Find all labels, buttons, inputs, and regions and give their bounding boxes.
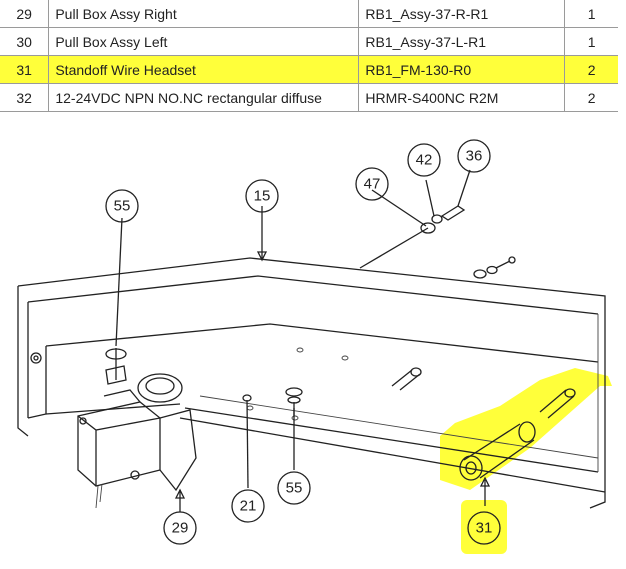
parts-table: 29 Pull Box Assy Right RB1_Assy-37-R-R1 … bbox=[0, 0, 618, 112]
part-31-highlight bbox=[440, 368, 612, 490]
row-description: 12-24VDC NPN NO.NC rectangular diffuse bbox=[48, 83, 359, 112]
row-description: Pull Box Assy Left bbox=[48, 27, 359, 56]
channel-body bbox=[17, 257, 606, 509]
svg-text:36: 36 bbox=[466, 148, 483, 165]
exploded-assembly-drawing: 15 55 47 42 36 21 55 29 31 bbox=[17, 139, 612, 554]
callout-31-highlight bbox=[461, 500, 507, 554]
svg-text:29: 29 bbox=[172, 520, 189, 537]
row-part-number: RB1_Assy-37-R-R1 bbox=[358, 0, 565, 28]
table-row: 32 12-24VDC NPN NO.NC rectangular diffus… bbox=[0, 83, 618, 112]
callout-47: 47 bbox=[355, 167, 389, 201]
svg-text:55: 55 bbox=[114, 198, 131, 215]
standoff-wire-headset bbox=[459, 421, 536, 481]
row-part-number: HRMR-S400NC R2M bbox=[358, 83, 565, 112]
callout-36: 36 bbox=[457, 139, 491, 173]
svg-text:31: 31 bbox=[476, 520, 493, 537]
row-qty: 1 bbox=[564, 27, 618, 56]
screw-washer-stack bbox=[420, 205, 516, 279]
standoff-pins bbox=[391, 367, 576, 419]
row-index: 32 bbox=[0, 83, 49, 112]
row-index: 30 bbox=[0, 27, 49, 56]
callout-29: 29 bbox=[163, 511, 197, 545]
callout-55-top: 55 bbox=[105, 189, 139, 223]
row-index: 31 bbox=[0, 55, 49, 84]
leader-lines bbox=[115, 169, 491, 512]
row-part-number: RB1_Assy-37-L-R1 bbox=[358, 27, 565, 56]
pull-box-assembly bbox=[77, 348, 197, 509]
callout-31: 31 bbox=[467, 511, 501, 545]
svg-text:47: 47 bbox=[364, 176, 381, 193]
row-description: Pull Box Assy Right bbox=[48, 0, 359, 28]
row-qty: 2 bbox=[564, 83, 618, 112]
svg-text:21: 21 bbox=[240, 498, 257, 515]
table-row-highlighted: 31 Standoff Wire Headset RB1_FM-130-R0 2 bbox=[0, 55, 618, 84]
table-row: 30 Pull Box Assy Left RB1_Assy-37-L-R1 1 bbox=[0, 27, 618, 56]
callout-21: 21 bbox=[231, 489, 265, 523]
row-index: 29 bbox=[0, 0, 49, 28]
row-part-number: RB1_FM-130-R0 bbox=[358, 55, 565, 84]
screw-55-bottom bbox=[242, 387, 303, 416]
svg-text:15: 15 bbox=[254, 188, 271, 205]
row-description: Standoff Wire Headset bbox=[48, 55, 359, 84]
callout-42: 42 bbox=[407, 143, 441, 177]
svg-text:55: 55 bbox=[286, 480, 303, 497]
svg-text:42: 42 bbox=[416, 152, 433, 169]
row-qty: 2 bbox=[564, 55, 618, 84]
callout-55-bottom: 55 bbox=[277, 471, 311, 505]
row-qty: 1 bbox=[564, 0, 618, 28]
callout-15: 15 bbox=[245, 179, 279, 213]
table-row: 29 Pull Box Assy Right RB1_Assy-37-R-R1 … bbox=[0, 0, 618, 28]
